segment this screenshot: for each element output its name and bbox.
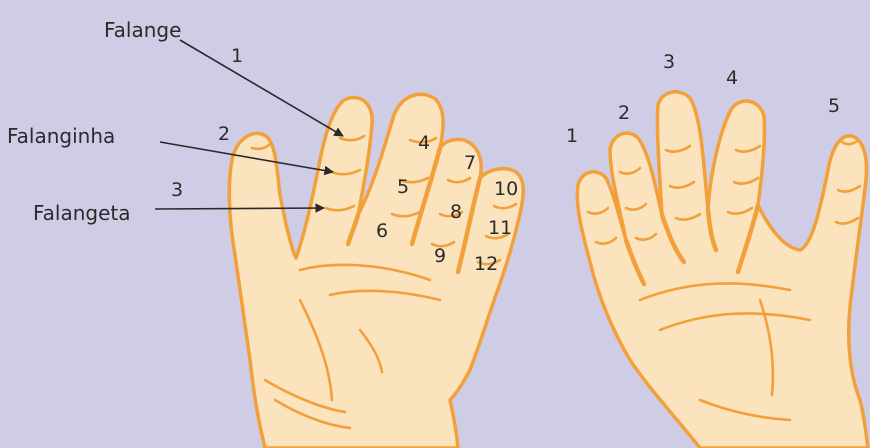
right-hand <box>577 92 868 448</box>
left-number-3: 3 <box>171 179 183 201</box>
right-number-5: 5 <box>828 95 840 117</box>
left-number-10: 10 <box>494 178 518 200</box>
left-number-1: 1 <box>231 45 243 67</box>
left-number-9: 9 <box>434 245 446 267</box>
right-hand-outline <box>577 92 868 448</box>
left-number-7: 7 <box>464 152 476 174</box>
falangeta-pointer <box>155 208 324 209</box>
falange-label: Falange <box>104 18 181 42</box>
left-number-5: 5 <box>397 176 409 198</box>
right-hand-numbers: 1 2 3 4 5 <box>566 51 840 147</box>
left-number-2: 2 <box>218 123 230 145</box>
left-number-8: 8 <box>450 201 462 223</box>
right-number-1: 1 <box>566 125 578 147</box>
left-number-6: 6 <box>376 220 388 242</box>
falange-pointer <box>180 40 343 136</box>
right-number-2: 2 <box>618 102 630 124</box>
left-number-12: 12 <box>474 253 498 275</box>
falanginha-label: Falanginha <box>7 124 115 148</box>
falangeta-label: Falangeta <box>33 201 131 225</box>
right-number-3: 3 <box>663 51 675 73</box>
left-number-11: 11 <box>488 217 512 239</box>
left-number-4: 4 <box>418 132 430 154</box>
right-number-4: 4 <box>726 67 738 89</box>
